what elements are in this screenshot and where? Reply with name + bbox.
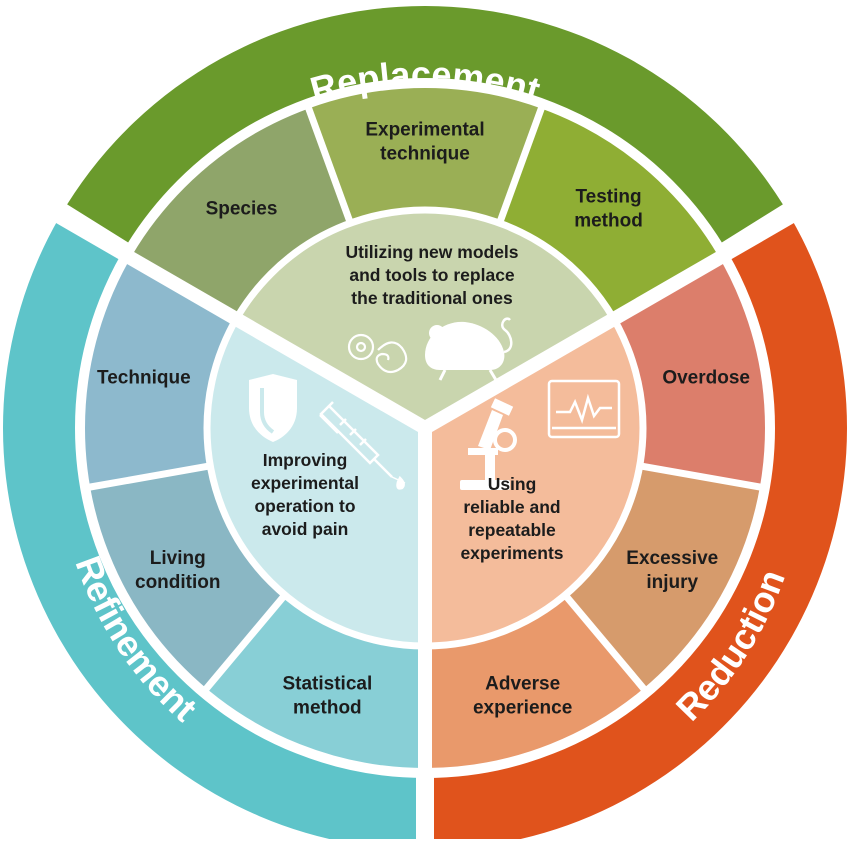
sector-divider — [421, 209, 797, 435]
reduction-segment-divider — [639, 462, 768, 492]
center-separator — [203, 206, 647, 650]
replacement-segment-divider — [303, 100, 354, 225]
mouse-icon — [425, 317, 513, 381]
replacement-segment-3 — [499, 103, 724, 319]
reduction-segment-divider — [562, 592, 651, 697]
reduction-segment-1 — [613, 255, 770, 488]
bottom-divider — [416, 769, 434, 839]
refinement-segment-2 — [85, 465, 285, 693]
sector-divider — [53, 209, 429, 435]
replacement-segment-divider — [496, 100, 547, 225]
refinement-outer-ring — [2, 217, 417, 839]
reduction-segment-label-1: Overdose — [662, 367, 750, 388]
reduction-outer-ring — [434, 217, 847, 839]
syringe-icon — [319, 401, 406, 490]
replacement-segment-label-1: Species — [206, 198, 278, 219]
refinement-segment-3 — [79, 255, 237, 488]
refinement-segment-divider — [199, 592, 288, 697]
cell-icon — [347, 333, 408, 374]
replacement-segment-1 — [126, 103, 351, 319]
replacement-segment-2 — [307, 83, 543, 224]
reduction-segment-2 — [565, 465, 765, 693]
monitor-icon — [547, 379, 621, 439]
shield-icon — [249, 374, 297, 442]
refinement-segment-label-3: Technique — [97, 367, 191, 388]
replacement-outer-ring — [67, 6, 783, 246]
microscope-icon — [460, 398, 517, 490]
refinement-segment-divider — [82, 462, 211, 492]
